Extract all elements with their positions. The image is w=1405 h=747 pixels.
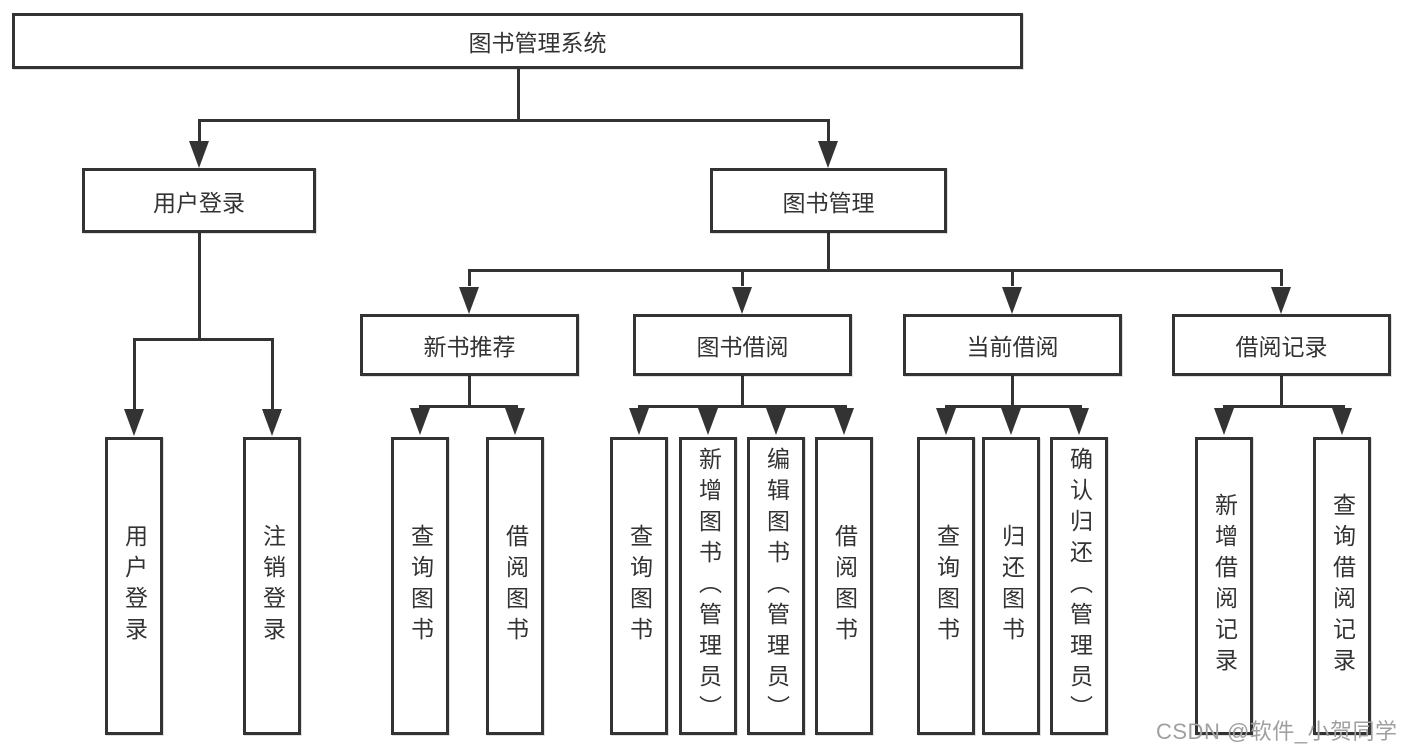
connector-line [1280,269,1283,286]
leaf-label: 用户登录 [121,524,148,648]
arrow-down-icon [1271,287,1291,314]
node-library-management-system: 图书管理系统 [12,13,1023,69]
connector-line [468,376,471,405]
connector-line [827,233,830,269]
leaf-query-books-current: 查询图书 [917,437,975,735]
leaf-label: 确认归还（管理员） [1066,446,1093,726]
arrow-down-icon [818,141,838,168]
arrow-down-icon [766,408,786,435]
connector-line [133,338,136,411]
node-book-management: 图书管理 [710,168,947,233]
node-current-borrowing: 当前借阅 [903,314,1122,376]
leaf-logout: 注销登录 [243,437,301,735]
leaf-label: 借阅图书 [831,524,858,648]
node-user-login: 用户登录 [82,168,316,233]
connector-line [1223,405,1345,408]
connector-line [517,69,520,119]
arrow-down-icon [732,287,752,314]
connector-line [468,269,471,286]
connector-line [741,269,744,286]
leaf-label: 编辑图书（管理员） [763,446,790,726]
leaf-label: 借阅图书 [502,524,529,648]
connector-line [198,119,829,122]
node-label: 用户登录 [153,189,245,216]
connector-line [827,119,830,144]
arrow-down-icon [1002,287,1022,314]
node-label: 当前借阅 [966,334,1059,360]
arrow-down-icon [1001,408,1021,435]
leaf-borrow-books-recommend: 借阅图书 [486,437,544,735]
leaf-borrow-books-borrowing: 借阅图书 [815,437,873,735]
leaf-label: 查询借阅记录 [1329,493,1356,679]
leaf-add-borrow-record: 新增借阅记录 [1195,437,1253,735]
connector-line [945,405,1082,408]
leaf-label: 归还图书 [998,524,1025,648]
leaf-label: 注销登录 [259,524,286,648]
arrow-down-icon [505,408,525,435]
arrow-down-icon [936,408,956,435]
leaf-query-borrow-record: 查询借阅记录 [1313,437,1371,735]
arrow-down-icon [410,408,430,435]
leaf-edit-books-admin: 编辑图书（管理员） [747,437,805,735]
leaf-add-books-admin: 新增图书（管理员） [679,437,737,735]
connector-line [198,233,201,338]
leaf-label: 查询图书 [407,524,434,648]
leaf-label: 新增图书（管理员） [695,446,722,726]
leaf-confirm-return-admin: 确认归还（管理员） [1050,437,1108,735]
connector-line [419,405,518,408]
arrow-down-icon [124,409,144,436]
leaf-query-books-borrowing: 查询图书 [610,437,668,735]
connector-line [271,338,274,411]
node-borrowing-records: 借阅记录 [1172,314,1391,376]
connector-line [741,376,744,405]
arrow-down-icon [1214,408,1234,435]
arrow-down-icon [1332,408,1352,435]
connector-line [1011,376,1014,405]
connector-line [638,405,847,408]
arrow-down-icon [262,409,282,436]
csdn-watermark: CSDN @软件_小贺同学 [1156,719,1398,744]
node-label: 图书借阅 [696,334,789,360]
arrow-down-icon [1069,408,1089,435]
arrow-down-icon [698,408,718,435]
leaf-label: 查询图书 [933,524,960,648]
connector-line [1011,269,1014,286]
node-book-borrowing: 图书借阅 [633,314,852,376]
node-new-book-recommend: 新书推荐 [360,314,579,376]
connector-line [133,338,274,341]
arrow-down-icon [834,408,854,435]
arrow-down-icon [459,287,479,314]
node-label: 图书管理 [782,189,875,216]
connector-line [468,269,1283,272]
node-label: 图书管理系统 [468,30,607,56]
node-label: 新书推荐 [423,334,516,360]
leaf-query-books-recommend: 查询图书 [391,437,449,735]
connector-line [198,119,201,144]
arrow-down-icon [189,141,209,168]
leaf-user-login: 用户登录 [105,437,163,735]
connector-line [1280,376,1283,405]
node-label: 借阅记录 [1235,334,1328,360]
arrow-down-icon [629,408,649,435]
leaf-return-books: 归还图书 [982,437,1040,735]
leaf-label: 查询图书 [626,524,653,648]
leaf-label: 新增借阅记录 [1211,493,1238,679]
